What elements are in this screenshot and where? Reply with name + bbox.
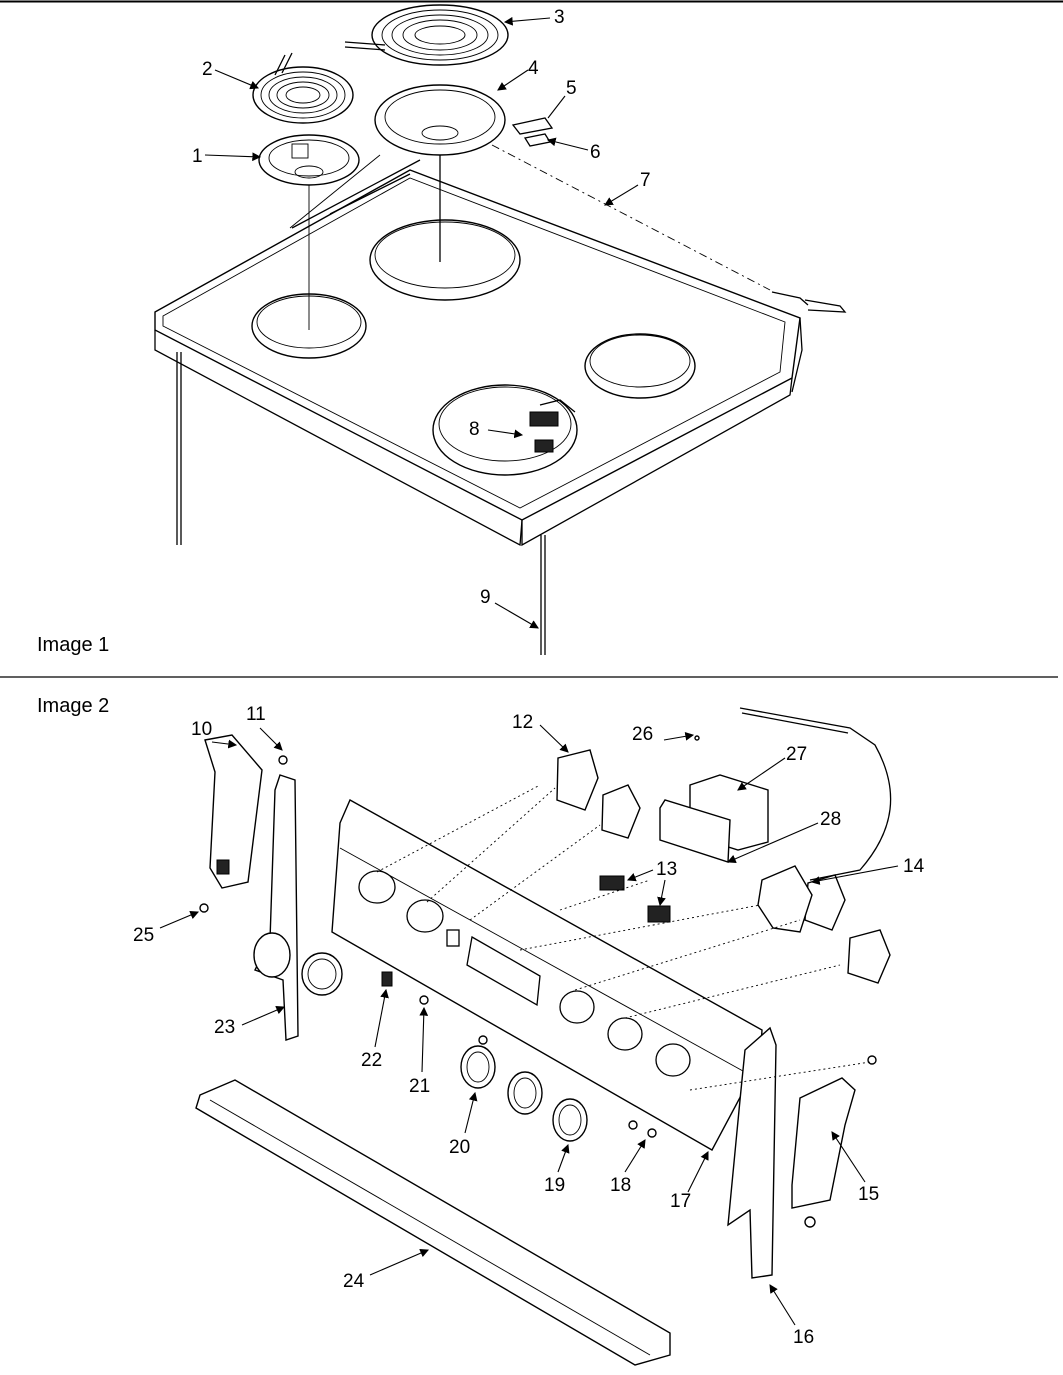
screws [199, 735, 877, 1228]
burner-opening-left-rear [369, 219, 521, 301]
terminal-block [529, 399, 576, 453]
callout-20: 20 [449, 1137, 470, 1158]
callout-8: 8 [469, 419, 480, 440]
callout-17: 17 [670, 1191, 691, 1212]
clock-overlay [659, 799, 731, 863]
control-knobs [301, 952, 588, 1142]
callout-7: 7 [640, 170, 651, 191]
side-bracket-right [727, 1026, 777, 1279]
callout-23: 23 [214, 1017, 235, 1038]
panel-control-ports [358, 870, 691, 1077]
wire-harness [739, 707, 892, 881]
callout-25: 25 [133, 925, 154, 946]
drip-pan-small [258, 134, 360, 186]
callout-11: 11 [246, 704, 266, 725]
element-receptacle [511, 117, 554, 147]
callout-27: 27 [786, 744, 807, 765]
rocker-switch-a [599, 875, 625, 891]
clock-bracket [757, 865, 813, 933]
callout-5: 5 [566, 78, 577, 99]
callout-18: 18 [610, 1175, 631, 1196]
image2-callouts: 10 11 12 13 14 15 16 17 18 19 20 21 22 2… [133, 704, 925, 1348]
hinge-bracket-right [771, 291, 847, 313]
image1-callouts: 1 2 3 4 5 6 7 8 9 Image 1 [37, 7, 651, 656]
callout-1: 1 [192, 146, 203, 167]
bottom-trim [195, 1079, 671, 1366]
callout-12: 12 [512, 712, 533, 733]
burner-opening-right-front [432, 384, 578, 476]
callout-13: 13 [656, 859, 677, 880]
end-cap-left [204, 734, 263, 889]
callout-14: 14 [903, 856, 925, 877]
alignment-lines [376, 784, 871, 1091]
side-bracket-left [254, 774, 299, 1041]
surface-element-small [252, 52, 354, 124]
callout-3: 3 [554, 7, 565, 28]
callout-15: 15 [858, 1184, 879, 1205]
callout-21: 21 [409, 1076, 430, 1097]
callout-16: 16 [793, 1327, 814, 1348]
drip-pan-large [374, 84, 506, 156]
callout-4: 4 [528, 58, 539, 79]
callout-26: 26 [632, 724, 653, 745]
image2-caption: Image 2 [37, 695, 109, 717]
image1-caption: Image 1 [37, 634, 109, 656]
end-cap-right [791, 1077, 856, 1209]
callout-22: 22 [361, 1050, 382, 1071]
rocker-switch-b [647, 905, 671, 923]
callout-19: 19 [544, 1175, 565, 1196]
burner-opening-right-rear [584, 333, 696, 399]
callout-10: 10 [191, 719, 212, 740]
callout-24: 24 [343, 1271, 365, 1292]
callout-9: 9 [480, 587, 491, 608]
callout-2: 2 [202, 59, 213, 80]
image1-cooktop-group [154, 4, 847, 655]
image2-control-panel-group [195, 707, 892, 1366]
callout-6: 6 [590, 142, 601, 163]
surface-element-large [344, 4, 509, 66]
infinite-switches [556, 749, 891, 984]
callout-28: 28 [820, 809, 841, 830]
